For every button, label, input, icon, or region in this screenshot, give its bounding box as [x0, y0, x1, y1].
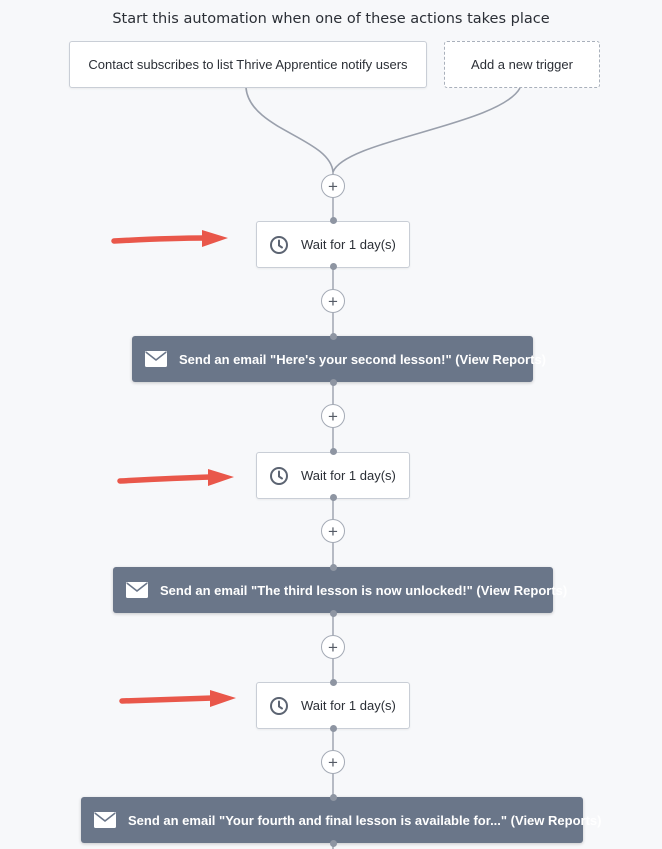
add-step-button[interactable]: +: [321, 519, 345, 543]
add-trigger-button[interactable]: Add a new trigger: [444, 41, 600, 88]
red-arrow-icon: [117, 469, 234, 486]
connector-dot: [330, 610, 337, 617]
connector-dot: [330, 725, 337, 732]
email-step[interactable]: Send an email "Here's your second lesson…: [132, 336, 546, 382]
wait-step[interactable]: Wait for 1 day(s): [256, 452, 410, 499]
trigger-label: Contact subscribes to list Thrive Appren…: [88, 57, 408, 72]
email-step-label: Send an email "Here's your second lesson…: [179, 351, 547, 367]
email-step[interactable]: Send an email "The third lesson is now u…: [113, 567, 567, 613]
connector-dot: [330, 333, 337, 340]
wait-step-label: Wait for 1 day(s): [301, 237, 396, 252]
add-trigger-label: Add a new trigger: [471, 57, 573, 72]
envelope-icon: [145, 351, 167, 367]
envelope-icon: [126, 582, 148, 598]
add-step-button[interactable]: +: [321, 404, 345, 428]
email-step-label: Send an email "The third lesson is now u…: [160, 582, 568, 598]
connector-dot: [330, 379, 337, 386]
trigger-contact-subscribes[interactable]: Contact subscribes to list Thrive Appren…: [69, 41, 427, 88]
add-step-button[interactable]: +: [321, 174, 345, 198]
connector-dot: [330, 448, 337, 455]
email-step-label: Send an email "Your fourth and final les…: [128, 812, 602, 828]
connector-dot: [330, 217, 337, 224]
add-step-button[interactable]: +: [321, 635, 345, 659]
connector-dot: [330, 263, 337, 270]
automation-heading: Start this automation when one of these …: [112, 11, 550, 27]
add-step-button[interactable]: +: [321, 750, 345, 774]
clock-icon: [269, 235, 289, 255]
connector-dot: [330, 840, 337, 847]
connector-dot: [330, 564, 337, 571]
envelope-icon: [94, 812, 116, 828]
clock-icon: [269, 466, 289, 486]
red-arrow-icon: [111, 230, 228, 247]
clock-icon: [269, 696, 289, 716]
connector-dot: [330, 794, 337, 801]
red-arrow-icon: [119, 690, 236, 707]
connector-dot: [330, 494, 337, 501]
wait-step[interactable]: Wait for 1 day(s): [256, 221, 410, 268]
wait-step-label: Wait for 1 day(s): [301, 468, 396, 483]
connector-dot: [330, 679, 337, 686]
email-step[interactable]: Send an email "Your fourth and final les…: [81, 797, 601, 843]
add-step-button[interactable]: +: [321, 289, 345, 313]
wait-step[interactable]: Wait for 1 day(s): [256, 682, 410, 729]
wait-step-label: Wait for 1 day(s): [301, 698, 396, 713]
